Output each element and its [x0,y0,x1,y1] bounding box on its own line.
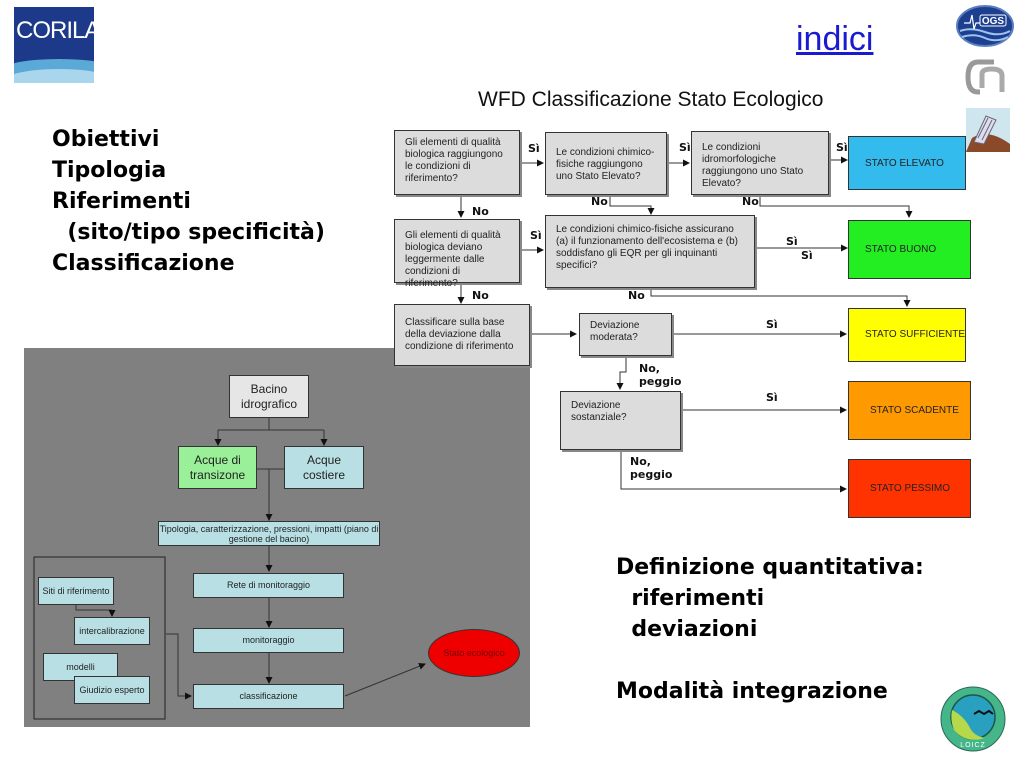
question-biological-slight-deviation: Gli elementi di qualità biologica devian… [394,219,520,289]
no-worse-label: No, peggio [630,455,672,481]
yes-label: Sì [679,141,691,154]
question-chemical-high: Le condizioni chimico-fisiche raggiungon… [545,132,667,195]
giudizio-esperto: Giudizio esperto [74,676,150,704]
topic-item: Tipologia [52,158,167,183]
definition-line: Definizione quantitativa: [616,555,924,580]
acque-costiere: Acque costiere [284,446,364,489]
definition-line: riferimenti [616,586,765,611]
topics-list: Obiettivi Tipologia Riferimenti (sito/ti… [52,124,325,279]
topic-item: Riferimenti [52,189,191,214]
no-worse-line-1: No, [639,362,660,375]
no-label: No [472,205,489,218]
state-scadente: STATO SCADENTE [848,381,971,440]
siti-riferimento: Siti di riferimento [38,577,114,605]
loicz-logo-text: LOICZ [960,742,986,749]
classify-by-deviation: Classificare sulla base della deviazione… [394,304,530,366]
venice-image-logo [966,108,1010,152]
integration-modality: Modalità integrazione [616,679,888,704]
cnr-logo [964,58,1010,96]
corila-logo: CORILA [14,7,94,83]
rete-monitoraggio: Rete di monitoraggio [193,573,344,598]
no-label: No [591,195,608,208]
intercalibrazione: intercalibrazione [74,617,150,645]
no-label: No [742,195,759,208]
yes-label: Sì [528,142,540,155]
tipologia-caratterizzazione: Tipologia, caratterizzazione, pressioni,… [158,521,380,546]
yes-label: Sì [530,229,542,242]
ogs-logo: OGS [956,5,1014,47]
question-hydromorphological-high: Le condizioni idromorfologiche raggiungo… [691,131,829,195]
state-buono: STATO BUONO [848,220,971,279]
no-label: No [628,289,645,302]
yes-label: Sì [766,318,778,331]
yes-label: Sì [786,235,798,248]
state-sufficiente: STATO SUFFICIENTE [848,308,966,362]
question-substantial-deviation: Deviazione sostanziale? [560,391,681,450]
diagram-title: WFD Classificazione Stato Ecologico [478,88,824,111]
loicz-logo: LOICZ [940,686,1006,752]
yes-label: Sì [836,141,848,154]
question-chemical-ecosystem: Le condizioni chimico-fisiche assicurano… [545,215,755,288]
definition-line: deviazioni [616,617,758,642]
corila-logo-text: CORILA [16,17,94,44]
monitoraggio: monitoraggio [193,628,344,653]
classificazione: classificazione [193,684,344,709]
state-elevato: STATO ELEVATO [848,136,966,190]
indici-link[interactable]: indici [796,20,874,58]
bacino-idrografico: Bacino idrografico [229,375,309,418]
no-label: No [472,289,489,302]
stato-ecologico: Stato ecologico [428,629,520,677]
question-biological-reference: Gli elementi di qualità biologica raggiu… [394,130,520,195]
state-pessimo: STATO PESSIMO [848,459,971,518]
question-moderate-deviation: Deviazione moderata? [579,313,672,356]
no-worse-line-1: No, [630,455,651,468]
topic-item: Classificazione [52,251,235,276]
no-worse-line-2: peggio [639,375,682,388]
acque-transizione: Acque di transizone [178,446,257,489]
yes-label: Sì [801,249,813,262]
no-worse-line-2: peggio [630,468,673,481]
no-worse-label: No, peggio [639,362,681,388]
quantitative-definition: Definizione quantitativa: riferimenti de… [616,552,924,707]
topic-item: (sito/tipo specificità) [52,220,325,245]
ogs-logo-text: OGS [982,16,1005,27]
topic-item: Obiettivi [52,127,160,152]
yes-label: Sì [766,391,778,404]
